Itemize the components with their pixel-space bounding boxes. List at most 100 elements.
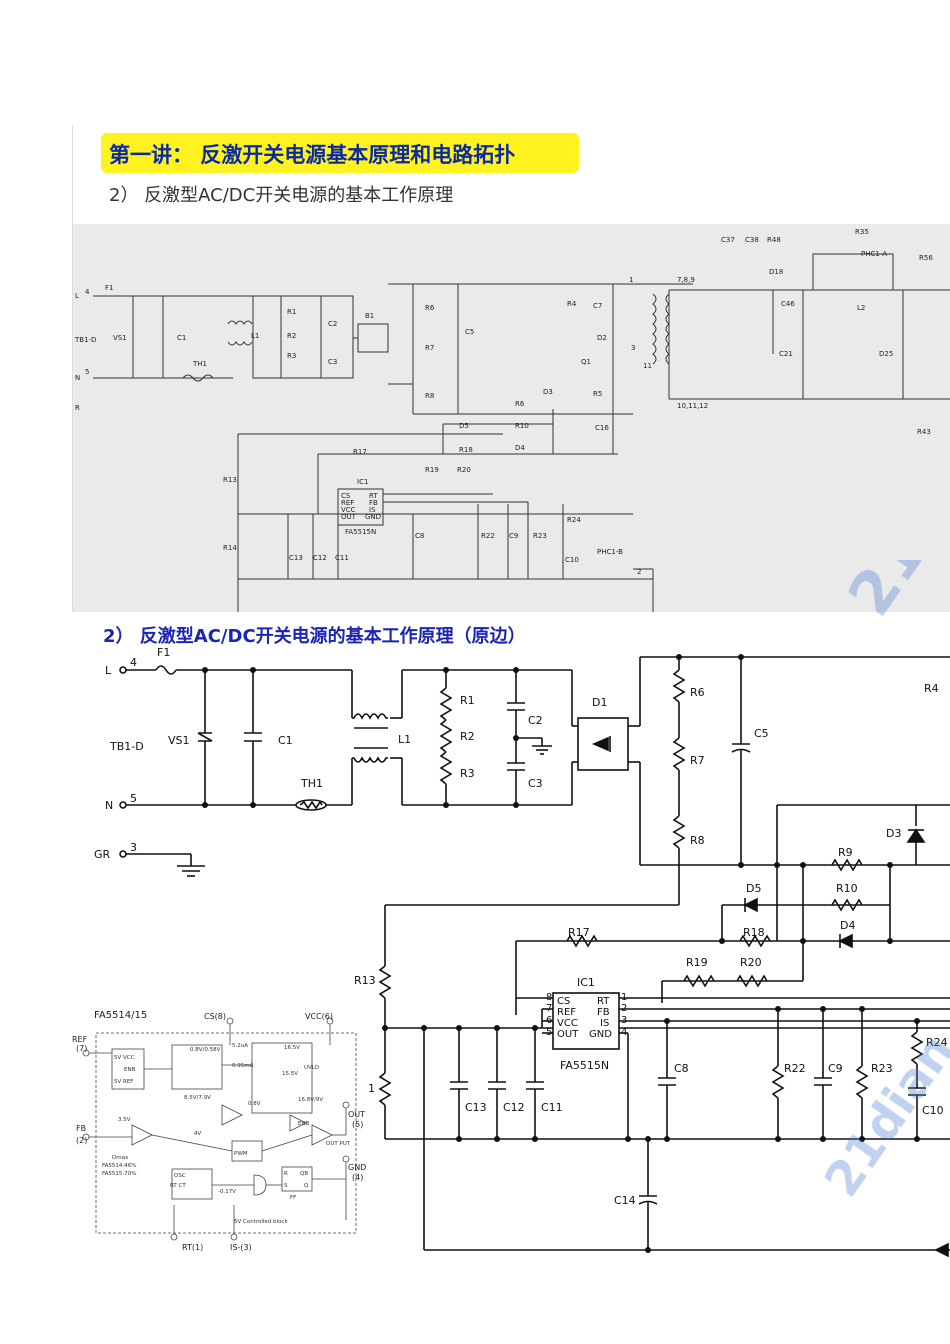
top-label-R6: R6: [425, 304, 435, 312]
top-label-C3: C3: [328, 358, 337, 366]
top-label-pin5: 5: [85, 368, 89, 376]
top-label-101112: 10,11,12: [677, 402, 708, 410]
top-label-R2: R2: [287, 332, 296, 340]
top-label-R4: R4: [567, 300, 577, 308]
bd-inner-18: FA5514:46%: [102, 1163, 137, 1169]
top-label-pin1: 1: [629, 276, 633, 284]
bd-inner-27: -0.17V: [218, 1189, 236, 1195]
schematic-overview: L TB1-D N R F1 VS1 C1 TH1 L1 R1 R2 R3 C2…: [73, 224, 950, 612]
label-C14: C14: [614, 1194, 636, 1207]
bd-inner-22: R: [284, 1171, 288, 1177]
bd-inner-10: 0.8V: [248, 1101, 261, 1107]
top-label-CS: CS: [341, 492, 351, 500]
top-label-Q1: Q1: [581, 358, 591, 366]
ic-pin-GND: GND: [589, 1029, 612, 1040]
bd-inner-0: 5V VCC: [114, 1055, 135, 1061]
label-R3: R3: [460, 767, 475, 780]
bd-gnd-pin: (4): [352, 1173, 363, 1182]
bd-title: FA5514/15: [94, 1010, 147, 1021]
label-R18: R18: [743, 926, 765, 939]
label-R23: R23: [871, 1062, 893, 1075]
bd-inner-2: 5V REF: [114, 1079, 133, 1085]
bd-fb-pin: (2): [76, 1136, 87, 1145]
label-R8: R8: [690, 834, 705, 847]
junction-dots: [202, 654, 920, 1253]
bd-inner-28: 5V Controlled block: [234, 1219, 288, 1225]
slide-subtitle: 2） 反激型AC/DC开关电源的基本工作原理: [109, 185, 454, 206]
bd-out: OUT: [348, 1110, 365, 1119]
bd-inner-12: 3.5V: [118, 1117, 131, 1123]
schematic-overview-svg: L TB1-D N R F1 VS1 C1 TH1 L1 R1 R2 R3 C2…: [74, 228, 950, 612]
bd-is: IS-(3): [230, 1243, 252, 1252]
top-label-L1: L1: [251, 332, 259, 340]
top-label-R23: R23: [533, 532, 547, 540]
top-label-R22: R22: [481, 532, 495, 540]
slide-top: 第一讲： 反激开关电源基本原理和电路拓扑 2） 反激型AC/DC开关电源的基本工…: [72, 125, 950, 612]
top-label-D25: D25: [879, 350, 893, 358]
top-label-IS: IS: [369, 506, 376, 514]
bd-out-pin: (5): [352, 1120, 363, 1129]
top-label-R: R: [75, 404, 80, 412]
bd-inner-26: FF: [290, 1195, 296, 1201]
top-label-C16: C16: [595, 424, 609, 432]
top-label-pin4: 4: [85, 288, 90, 296]
top-label-R1: R1: [287, 308, 296, 316]
label-R22: R22: [784, 1062, 806, 1075]
ic-pin-num-7: 7: [546, 1003, 552, 1014]
label-D5: D5: [746, 882, 761, 895]
top-label-VS1: VS1: [113, 334, 127, 342]
label-C8: C8: [674, 1062, 689, 1075]
top-label-RT: RT: [369, 492, 378, 500]
top-label-C5: C5: [465, 328, 474, 336]
top-label-D4: D4: [515, 444, 525, 452]
bd-inner-6: 15.5V: [282, 1071, 298, 1077]
top-label-C7: C7: [593, 302, 602, 310]
top-label-PHC1-A: PHC1-A: [861, 250, 887, 258]
top-label-C9: C9: [509, 532, 518, 540]
label-D1: D1: [592, 696, 607, 709]
top-label-C8: C8: [415, 532, 424, 540]
label-GR: GR: [94, 848, 111, 861]
ic-pin-num-1: 1: [621, 992, 627, 1003]
top-label-TB1-D: TB1-D: [74, 336, 96, 344]
bd-inner-13: 4V: [194, 1131, 201, 1137]
label-R1: R1: [460, 694, 475, 707]
bd-inner-25: Q: [304, 1183, 309, 1189]
label-N-num: 5: [130, 792, 137, 805]
top-label-R3: R3: [287, 352, 296, 360]
top-label-OUT: OUT: [341, 513, 357, 521]
ic-pin-num-4: 4: [621, 1027, 627, 1038]
top-label-D2: D2: [597, 334, 607, 342]
bd-inner-8: 0.95mA: [232, 1063, 254, 1069]
top-label-C46: C46: [781, 300, 795, 308]
top-label-FA5515N: FA5515N: [345, 528, 376, 536]
label-R6: R6: [690, 686, 705, 699]
top-label-C2: C2: [328, 320, 337, 328]
label-R4: R4: [924, 682, 939, 695]
top-label-B1: B1: [365, 312, 374, 320]
top-label-VCC: VCC: [341, 506, 356, 514]
slide-title: 第一讲： 反激开关电源基本原理和电路拓扑: [109, 143, 516, 167]
label-C5: C5: [754, 727, 769, 740]
label-C3: C3: [528, 777, 543, 790]
top-label-R17: R17: [353, 448, 367, 456]
bd-vcc: VCC(6): [305, 1012, 333, 1021]
bd-inner-3: 0.8V/0.58V: [190, 1047, 221, 1053]
top-label-REF: REF: [341, 499, 354, 507]
bd-inner-5: 16.5V: [284, 1045, 300, 1051]
label-D3: D3: [886, 827, 901, 840]
label-L1: L1: [398, 733, 411, 746]
label-C9: C9: [828, 1062, 843, 1075]
top-label-N: N: [75, 374, 80, 382]
top-label-C10: C10: [565, 556, 579, 564]
label-C11: C11: [541, 1101, 563, 1114]
label-R10: R10: [836, 882, 858, 895]
bd-inner-19: FA5515:70%: [102, 1171, 137, 1177]
top-label-789: 7,8,9: [677, 276, 695, 284]
ic-pin-num-3: 3: [621, 1015, 627, 1026]
ic-pin-OUT: OUT: [557, 1029, 579, 1040]
ic-pin-CS: CS: [557, 996, 570, 1007]
top-label-R20: R20: [457, 466, 471, 474]
label-R2: R2: [460, 730, 475, 743]
label-C12: C12: [503, 1101, 525, 1114]
